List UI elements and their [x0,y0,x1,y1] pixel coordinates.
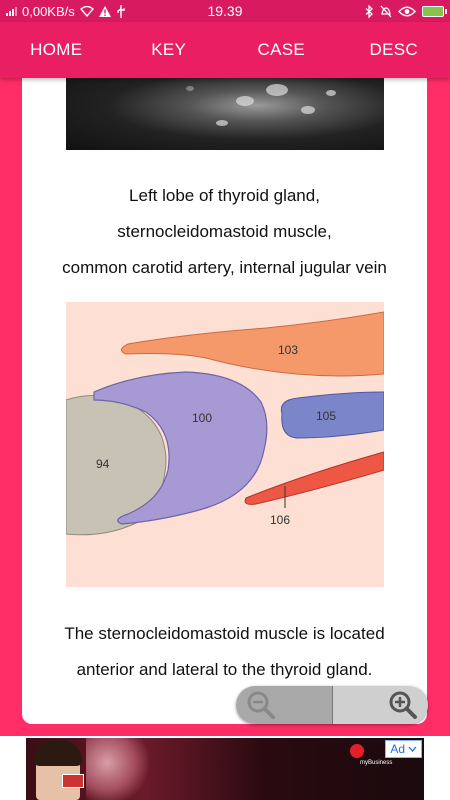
warning-icon [98,5,111,17]
ultrasound-image [66,76,384,150]
ad-logo-icon [350,744,364,758]
network-speed: 0,00KB/s [22,3,75,19]
caption-line: common carotid artery, internal jugular … [62,258,387,277]
wifi-icon [79,5,94,17]
caption-line: anterior and lateral to the thyroid glan… [76,660,373,679]
zoom-out-icon [247,691,275,719]
usb-icon [117,4,125,18]
zoom-controls [236,686,428,724]
silent-icon [380,5,392,17]
anatomy-diagram: 94 100 103 105 106 [66,302,384,587]
ad-area: myBusiness Ad [0,736,450,800]
status-bar: 0,00KB/s 19.39 [0,0,450,22]
label-strap: 103 [278,343,298,357]
bluetooth-icon [365,4,373,18]
ad-brand-name: myBusiness [360,760,393,766]
label-thyroid: 94 [96,457,110,471]
cca-shape [244,451,384,505]
caption-line: sternocleidomastoid muscle, [117,222,332,241]
ad-brand-logo: myBusiness [350,744,393,774]
caption-description: The sternocleidomastoid muscle is locate… [22,616,427,688]
caption-line: The sternocleidomastoid muscle is locate… [64,624,385,643]
zoom-in-icon [389,691,417,719]
label-scm: 100 [192,411,212,425]
zoom-in-button[interactable] [332,686,428,724]
ad-flowers-image [86,738,156,800]
tab-key[interactable]: KEY [151,40,187,59]
content-card[interactable]: Left lobe of thyroid gland, sternocleido… [22,76,427,724]
battery-icon [422,5,447,17]
ad-banner[interactable]: myBusiness Ad [26,738,424,800]
scm-shape [93,371,268,525]
label-cca: 106 [270,513,290,527]
ad-choices-badge[interactable]: Ad [385,740,422,758]
tab-case[interactable]: CASE [257,40,305,59]
label-ijv: 105 [316,409,336,423]
ad-badge-label: Ad [390,742,405,756]
zoom-out-button[interactable] [236,686,333,724]
ad-card-icon [62,774,84,788]
caption-line: Left lobe of thyroid gland, [129,186,320,205]
tab-desc[interactable]: DESC [369,40,418,59]
clock: 19.39 [207,3,243,19]
top-navigation: HOME KEY CASE DESC [0,22,450,78]
strap-muscle-shape [121,311,384,377]
eye-icon [398,6,416,16]
caption-structures: Left lobe of thyroid gland, sternocleido… [22,178,427,286]
ijv-shape [280,391,384,439]
chevron-down-icon [408,746,417,752]
ad-person-hair [34,740,82,766]
tab-home[interactable]: HOME [30,40,83,59]
signal-icon [6,6,17,16]
